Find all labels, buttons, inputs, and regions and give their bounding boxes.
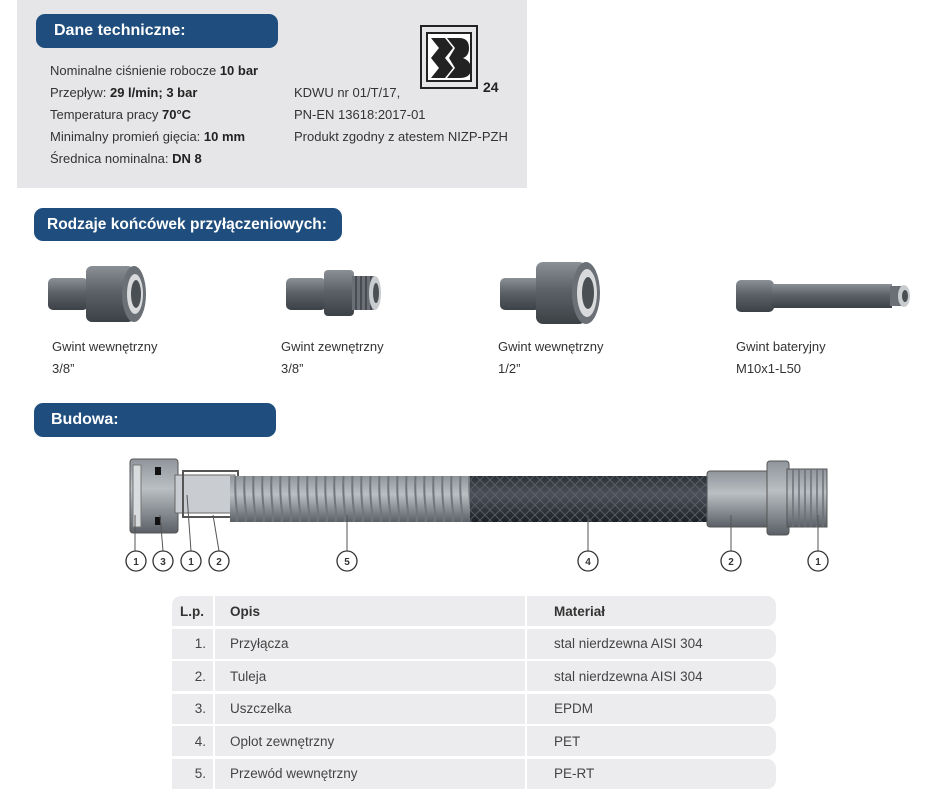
connectors-title: Rodzaje końcówek przyłączeniowych: [34, 208, 342, 241]
cell-material: PE-RT [527, 758, 776, 789]
callout-circle [125, 550, 147, 572]
callout-circle [152, 550, 174, 572]
callout-number: 2 [216, 557, 222, 568]
cell-opis: Oplot zewnętrzny [215, 726, 525, 756]
cell-material: stal nierdzewna AISI 304 [527, 628, 776, 659]
cell-opis: Uszczelka [215, 693, 525, 724]
spec-list: Nominalne ciśnienie robocze 10 bar Przep… [50, 60, 258, 170]
table-row: 2. Tuleja stal nierdzewna AISI 304 [172, 661, 776, 691]
cell-opis: Przyłącza [215, 628, 525, 659]
table-row: 5. Przewód wewnętrzny PE-RT [172, 758, 776, 789]
header-lp: L.p. [172, 596, 213, 626]
table-header-row: L.p. Opis Materiał [172, 596, 776, 626]
callout-number: 1 [815, 557, 821, 568]
spec-pressure: Nominalne ciśnienie robocze 10 bar [50, 63, 259, 78]
callout-number: 1 [188, 557, 194, 568]
tech-title: Dane techniczne: [36, 14, 278, 48]
certification-logo: 24 [420, 25, 499, 95]
cell-opis: Tuleja [215, 661, 525, 691]
connector-image-battery-m10 [736, 280, 910, 312]
cell-lp: 4. [172, 726, 213, 756]
callout-circle [336, 550, 358, 572]
callout-number: 3 [160, 557, 166, 568]
connector-image-internal-1-2 [500, 262, 600, 324]
right-sleeve [706, 470, 770, 528]
spec-temperature: Temperatura pracy 70°C [50, 107, 192, 122]
connector-image-internal-3-8 [48, 266, 146, 322]
callout-number: 1 [133, 557, 139, 568]
cell-material: EPDM [527, 693, 776, 724]
materials-table: L.p. Opis Materiał 1. Przyłącza stal nie… [172, 596, 776, 791]
cell-lp: 5. [172, 758, 213, 789]
build-title: Budowa: [34, 403, 276, 437]
cell-lp: 3. [172, 693, 213, 724]
table-row: 1. Przyłącza stal nierdzewna AISI 304 [172, 628, 776, 659]
cert-line: KDWU nr 01/T/17, [294, 85, 401, 100]
right-hex [766, 460, 790, 536]
cell-material: stal nierdzewna AISI 304 [527, 661, 776, 691]
callout-number: 4 [585, 557, 591, 568]
callout-circle [208, 550, 230, 572]
hose-construction-diagram: 1 3 1 2 5 4 2 1 [125, 458, 829, 572]
cell-material: PET [527, 726, 776, 756]
callout-circle [180, 550, 202, 572]
callout-number: 5 [344, 557, 350, 568]
callout-circle [577, 550, 599, 572]
spec-flow: Przepływ: 29 l/min; 3 bar [50, 85, 198, 100]
table-row: 3. Uszczelka EPDM [172, 693, 776, 724]
header-material: Materiał [527, 596, 776, 626]
cert-line: PN-EN 13618:2017-01 [294, 107, 426, 122]
cert-list: KDWU nr 01/T/17, PN-EN 13618:2017-01 Pro… [294, 82, 508, 148]
header-opis: Opis [215, 596, 525, 626]
spec-bend-radius: Minimalny promień gięcia: 10 mm [50, 129, 246, 144]
cert-line: Produkt zgodny z atestem NIZP-PZH [294, 129, 508, 144]
cell-opis: Przewód wewnętrzny [215, 758, 525, 789]
callout-circle [807, 550, 829, 572]
cell-lp: 2. [172, 661, 213, 691]
table-row: 4. Oplot zewnętrzny PET [172, 726, 776, 756]
spec-diameter: Średnica nominalna: DN 8 [50, 151, 202, 166]
callout-circle [720, 550, 742, 572]
cell-lp: 1. [172, 628, 213, 659]
connector-image-external-3-8 [286, 270, 381, 316]
logo-suffix: 24 [483, 79, 499, 95]
callout-number: 2 [728, 557, 734, 568]
